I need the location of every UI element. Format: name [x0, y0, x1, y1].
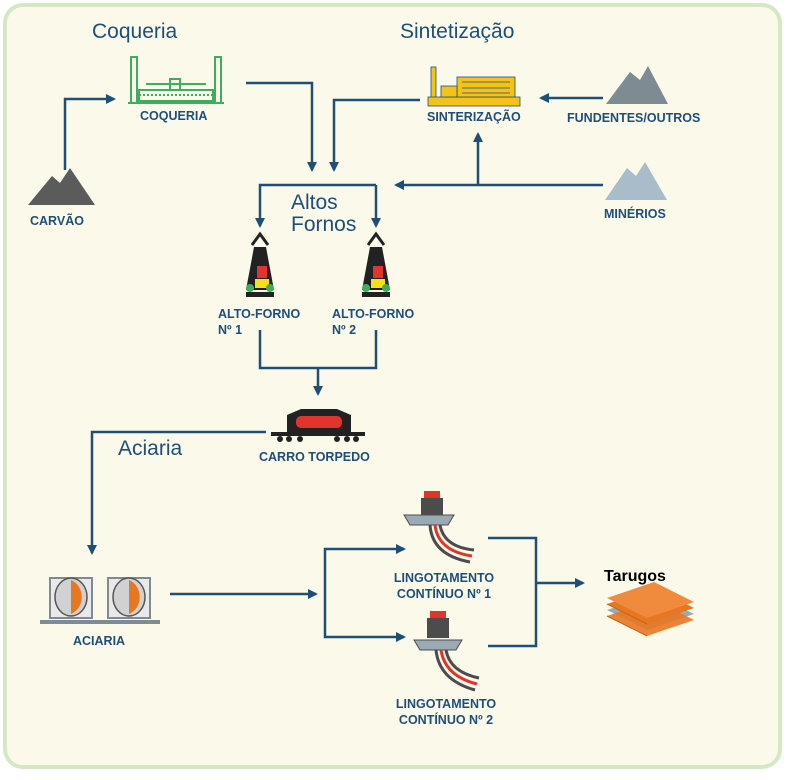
arrow-to-alto-forno-1 — [255, 183, 376, 228]
sinter-plant-icon — [427, 66, 521, 107]
arrow-carvao-to-coqueria — [63, 94, 116, 170]
label-lingotamento-1-line2: CONTÍNUO Nº 1 — [396, 587, 492, 601]
ore-pile-icon — [605, 162, 667, 200]
label-alto-forno-1-line2: Nº 1 — [218, 323, 243, 337]
section-altos-fornos-line1: Altos — [291, 191, 338, 214]
label-coqueria: COQUERIA — [140, 109, 208, 123]
arrow-to-lingotamento-2 — [323, 594, 406, 642]
section-sintetizacao: Sintetização — [400, 20, 515, 43]
flow-arrows — [63, 81, 603, 648]
label-aciaria: ACIARIA — [73, 634, 126, 648]
coal-pile-icon — [28, 168, 95, 205]
arrow-torpedo-to-aciaria — [87, 430, 266, 555]
label-alto-forno-2-line1: ALTO-FORNO — [332, 307, 415, 321]
label-alto-forno-1: ALTO-FORNO Nº 1 — [218, 306, 300, 338]
torpedo-car-icon — [271, 409, 365, 442]
continuous-caster-icon-1 — [403, 491, 475, 564]
blast-furnace-icon-2 — [362, 231, 390, 297]
arrow-lingot-1-out — [488, 536, 538, 583]
label-alto-forno-2: ALTO-FORNO Nº 2 — [332, 306, 414, 338]
coke-oven-icon — [128, 56, 224, 104]
label-tarugos: Tarugos — [604, 568, 666, 585]
section-altos-fornos: Altos Fornos — [291, 192, 356, 236]
label-lingotamento-1-line1: LINGOTAMENTO — [393, 571, 495, 585]
section-aciaria: Aciaria — [118, 437, 183, 460]
blast-furnace-icon-1 — [246, 231, 274, 297]
continuous-caster-icon-2 — [413, 611, 480, 692]
label-alto-forno-1-line1: ALTO-FORNO — [218, 307, 301, 321]
arrow-lingot-2-out — [488, 583, 538, 648]
arrow-to-lingotamento-1 — [323, 544, 406, 594]
section-coqueria: Coqueria — [92, 20, 178, 43]
label-lingotamento-1: LINGOTAMENTO CONTÍNUO Nº 1 — [384, 570, 504, 602]
flux-pile-icon — [606, 66, 668, 104]
label-lingotamento-2-line1: LINGOTAMENTO — [395, 697, 497, 711]
billets-icon — [606, 582, 694, 637]
label-fundentes: FUNDENTES/OUTROS — [567, 111, 701, 125]
diagram-frame — [3, 3, 782, 769]
converter-icon — [40, 577, 160, 624]
label-carro-torpedo: CARRO TORPEDO — [259, 450, 370, 464]
label-lingotamento-2-line2: CONTÍNUO Nº 2 — [398, 713, 494, 727]
arrow-coqueria-to-fornos — [246, 81, 317, 172]
label-lingotamento-2: LINGOTAMENTO CONTÍNUO Nº 2 — [386, 696, 506, 728]
label-minerios: MINÉRIOS — [604, 207, 666, 221]
label-alto-forno-2-line2: Nº 2 — [332, 323, 357, 337]
label-sinterizacao: SINTERIZAÇÃO — [427, 110, 521, 124]
section-altos-fornos-line2: Fornos — [291, 213, 357, 236]
label-carvao: CARVÃO — [30, 214, 84, 228]
arrow-sinter-to-fornos — [329, 98, 420, 172]
